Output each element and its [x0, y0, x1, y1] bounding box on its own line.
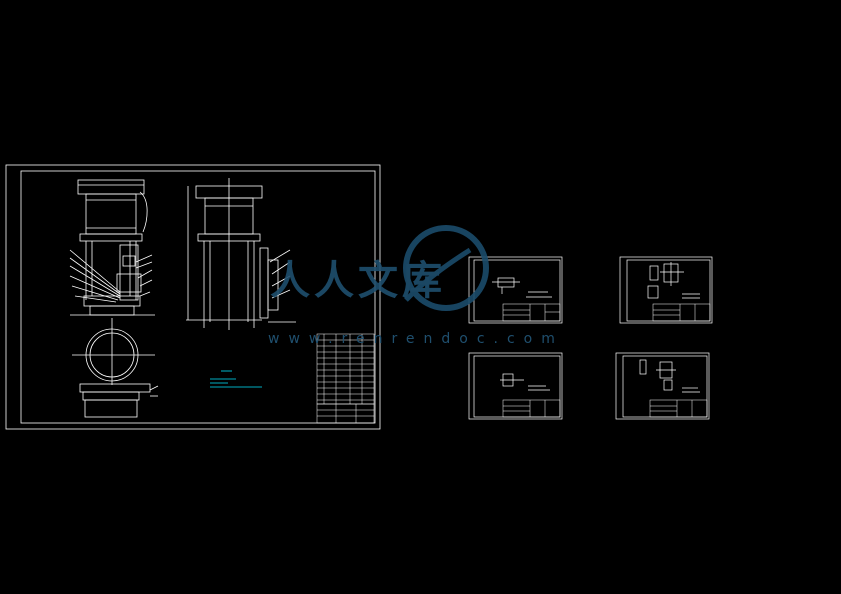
- sheet-inner-frame: [20, 170, 376, 424]
- part-sheet-3[interactable]: [619, 256, 713, 324]
- sheet-inner-frame: [473, 355, 561, 418]
- sheet-border: [619, 256, 713, 324]
- watermark-ring: [403, 225, 489, 311]
- top-view: [72, 318, 155, 385]
- sheet-inner-frame: [626, 259, 711, 322]
- title-block: [502, 303, 561, 322]
- watermark-url: www.renrendoc.com: [268, 331, 564, 347]
- title-block: [316, 403, 375, 424]
- sheet-border: [468, 256, 563, 324]
- watermark-swoosh: [404, 247, 472, 302]
- part-sheet-4[interactable]: [468, 352, 563, 420]
- part-view: [647, 262, 700, 299]
- part-view: [492, 277, 552, 298]
- part-sheet-2[interactable]: [468, 256, 563, 324]
- part-view: [500, 373, 550, 391]
- watermark-logo: 人人文库: [270, 225, 489, 311]
- sheet-outer-border: [5, 164, 381, 430]
- watermark-logo-text: 人人文库: [270, 258, 446, 304]
- title-block: [652, 303, 711, 322]
- sheet-inner-frame: [622, 355, 708, 418]
- front-view: [69, 179, 155, 316]
- title-block: [502, 399, 561, 418]
- part-sheet-5[interactable]: [615, 352, 710, 420]
- sheet-border: [615, 352, 710, 420]
- parts-list-table: [316, 333, 375, 405]
- part-view: [639, 359, 700, 393]
- title-block: [649, 399, 708, 418]
- side-view: [186, 178, 296, 330]
- sheet-border: [468, 352, 563, 420]
- bottom-detail-view: [79, 383, 159, 418]
- technical-notes: [210, 370, 262, 388]
- main-assembly-sheet[interactable]: [5, 164, 381, 430]
